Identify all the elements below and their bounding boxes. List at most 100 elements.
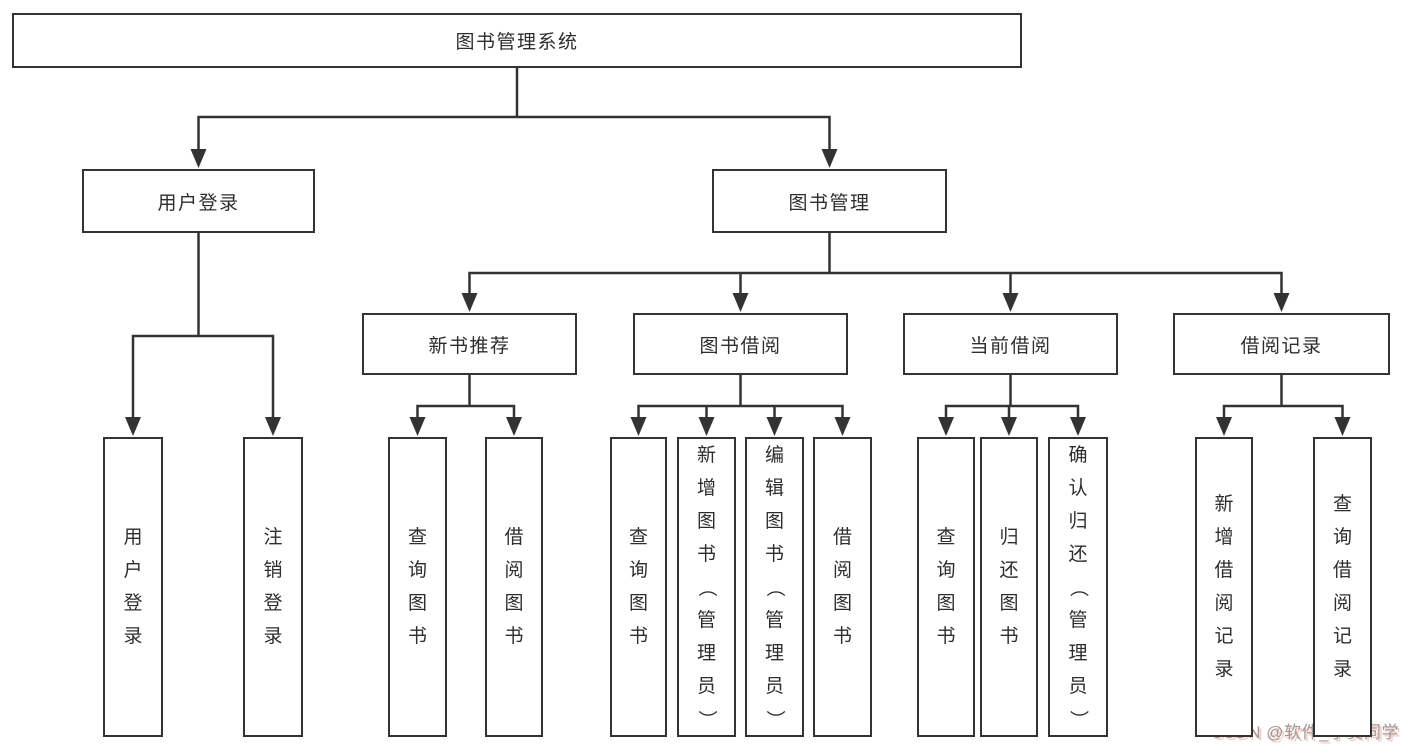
node-label-char: 注	[263, 527, 283, 548]
node-label-char: 新	[1214, 494, 1234, 515]
node-label-char: 认	[1068, 477, 1088, 499]
node-label-char: 书	[936, 626, 956, 647]
node-label-char: 员	[1068, 675, 1088, 697]
node-label-char: 理	[1068, 642, 1088, 664]
node-label-char: 归	[1068, 510, 1088, 532]
arrowhead	[125, 417, 141, 436]
arrowhead	[732, 293, 749, 312]
node-label-char: 书	[407, 626, 427, 647]
node-label-char: 书	[764, 543, 784, 565]
node-label-char: 归	[999, 527, 1019, 548]
node-label-char: 销	[263, 560, 283, 581]
node-leaf-bor-add: 新增图书（管理员）	[677, 437, 736, 737]
node-leaf-cur-query: 查询图书	[917, 437, 975, 737]
node-label-char: 理	[696, 642, 716, 664]
node-label-char: （	[696, 577, 717, 597]
node-label-char: 阅	[1332, 593, 1352, 614]
node-label-char: 借	[504, 527, 524, 548]
node-label: 借阅记录	[1240, 335, 1323, 357]
node-current: 当前借阅	[903, 313, 1118, 375]
node-label-char: 询	[1332, 527, 1352, 548]
arrowhead	[190, 149, 207, 168]
node-label-char: 用	[123, 527, 143, 548]
node-leaf-bor-borrow: 借阅图书	[813, 437, 872, 737]
arrowhead	[1273, 293, 1290, 312]
node-leaf-login: 用户登录	[103, 437, 163, 737]
arrowhead	[1002, 293, 1019, 312]
node-mgmt: 图书管理	[712, 169, 947, 233]
node-label: 图书管理	[788, 192, 871, 214]
node-leaf-cur-return: 归还图书	[980, 437, 1038, 737]
node-label-char: 图	[696, 510, 716, 532]
node-label-char: 图	[832, 593, 852, 614]
node-leaf-rcd-add: 新增借阅记录	[1195, 437, 1253, 737]
node-leaf-logout: 注销登录	[243, 437, 303, 737]
node-label-char: 登	[263, 593, 283, 614]
node-label-char: 录	[1332, 659, 1352, 680]
arrowhead	[1216, 417, 1232, 436]
node-records: 借阅记录	[1173, 313, 1390, 375]
arrowhead	[938, 417, 954, 436]
node-label-char: 辑	[764, 477, 784, 499]
node-label-char: 查	[628, 527, 648, 548]
arrowhead	[461, 293, 478, 312]
arrowhead	[766, 417, 783, 436]
node-leaf-rec-borrow: 借阅图书	[485, 437, 543, 737]
node-label-char: （	[764, 577, 785, 597]
node-borrow: 图书借阅	[633, 313, 848, 375]
node-label-char: 增	[696, 477, 716, 499]
node-leaf-bor-query: 查询图书	[610, 437, 667, 737]
node-label-char: 询	[407, 560, 427, 581]
node-label-char: 户	[123, 560, 143, 581]
node-label-char: 录	[1214, 659, 1234, 680]
node-label-char: 录	[263, 626, 283, 647]
node-label-char: 还	[1068, 543, 1088, 565]
node-label-char: 书	[696, 543, 716, 565]
node-label-char: ）	[764, 709, 785, 729]
node-label: 图书管理系统	[455, 32, 579, 53]
node-label-char: 阅	[504, 560, 524, 581]
node-label-char: 图	[936, 593, 956, 614]
arrowhead	[630, 417, 647, 436]
node-label-char: 管	[764, 609, 784, 631]
node-label-char: 还	[999, 560, 1019, 581]
node-label: 新书推荐	[428, 335, 511, 357]
node-label-char: 阅	[832, 560, 852, 581]
node-label-char: 图	[407, 593, 427, 614]
node-label-char: 图	[504, 593, 524, 614]
arrowhead	[698, 417, 715, 436]
node-label-char: 查	[936, 527, 956, 548]
node-label-char: 借	[832, 527, 852, 548]
node-label-char: 录	[123, 626, 143, 647]
node-label-char: 借	[1332, 560, 1352, 581]
node-login: 用户登录	[82, 169, 315, 233]
arrowhead	[834, 417, 851, 436]
node-label-char: 借	[1214, 560, 1234, 581]
node-label-char: 询	[628, 560, 648, 581]
arrowhead	[821, 149, 838, 168]
node-label-char: （	[1067, 577, 1089, 597]
node-label-char: 新	[696, 444, 716, 466]
node-leaf-bor-edit: 编辑图书（管理员）	[745, 437, 804, 737]
node-label-char: 书	[832, 626, 852, 647]
node-label-char: 编	[764, 444, 784, 466]
node-label-char: 阅	[1214, 593, 1234, 614]
arrowhead	[1001, 417, 1017, 436]
node-label-char: 登	[123, 593, 143, 614]
node-rec: 新书推荐	[362, 313, 577, 375]
node-label-char: 员	[696, 675, 716, 697]
arrowhead	[506, 417, 522, 436]
node-label-char: 书	[504, 626, 524, 647]
node-label-char: 查	[407, 527, 427, 548]
arrowhead	[265, 417, 281, 436]
node-label-char: 增	[1214, 527, 1234, 548]
node-label-char: 记	[1332, 626, 1352, 647]
node-label-char: 确	[1068, 444, 1088, 466]
arrowhead	[1070, 417, 1086, 436]
node-label-char: 书	[628, 626, 648, 647]
node-label: 用户登录	[157, 192, 240, 214]
node-leaf-rec-query: 查询图书	[388, 437, 447, 737]
node-label-char: ）	[696, 709, 717, 729]
